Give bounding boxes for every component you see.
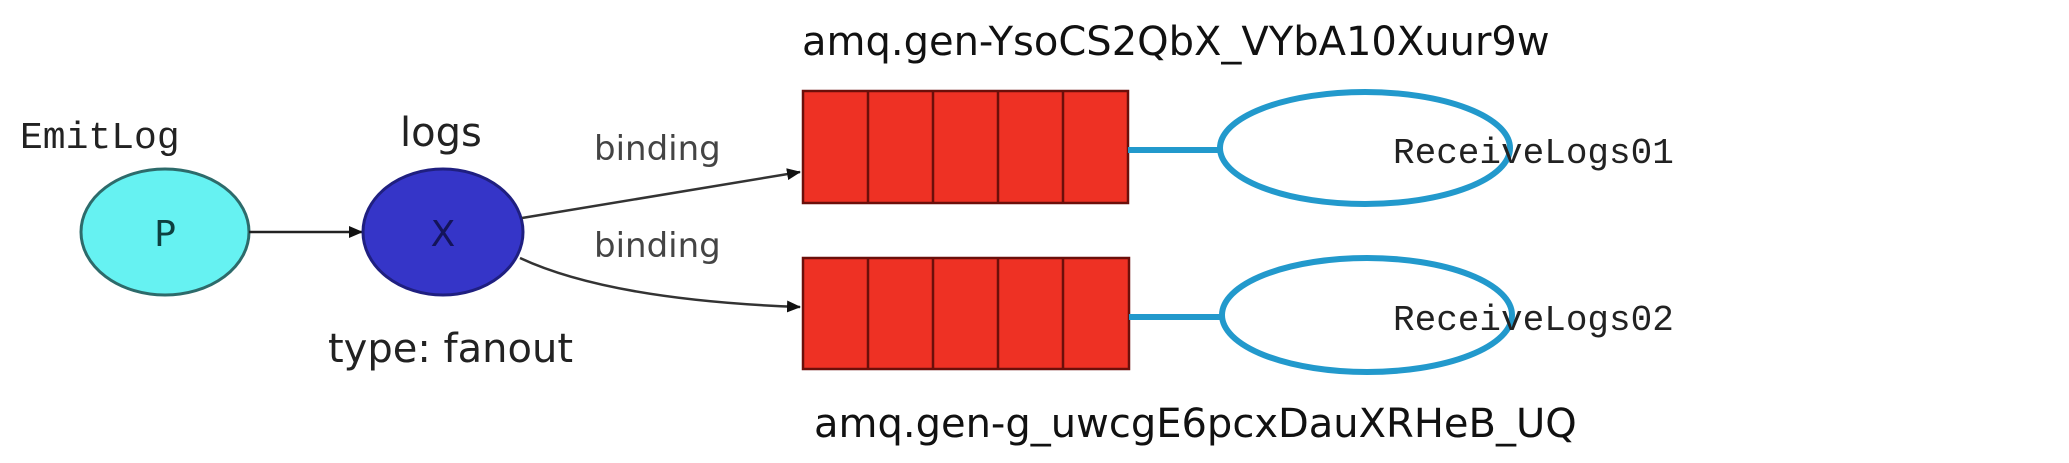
producer-label: EmitLog bbox=[20, 117, 180, 160]
consumer-2: ReceiveLogs02 bbox=[1219, 255, 1674, 375]
consumer-2-ellipse bbox=[1219, 255, 1515, 375]
binding-2: binding bbox=[519, 226, 801, 313]
exchange-ellipse bbox=[361, 167, 525, 297]
binding-arrow-2 bbox=[519, 256, 801, 313]
queue-1: amq.gen-YsoCS2QbX_VYbA10Xuur9w bbox=[801, 19, 1550, 205]
exchange-node: logs X type: fanout bbox=[328, 110, 573, 372]
consumer-2-label: ReceiveLogs02 bbox=[1393, 300, 1674, 341]
exchange-symbol: X bbox=[431, 214, 456, 255]
queue-1-name: amq.gen-YsoCS2QbX_VYbA10Xuur9w bbox=[802, 19, 1550, 65]
binding-1: binding bbox=[521, 129, 801, 220]
binding-label-2: binding bbox=[594, 226, 721, 266]
queue-1-body bbox=[801, 89, 1130, 205]
queue-2-body bbox=[801, 256, 1131, 371]
consumer-1-ellipse bbox=[1217, 89, 1513, 207]
consumer-1-label: ReceiveLogs01 bbox=[1393, 133, 1674, 174]
queue-2-name: amq.gen-g_uwcgE6pcxDauXRHeB_UQ bbox=[814, 401, 1577, 447]
consumer-1: ReceiveLogs01 bbox=[1217, 89, 1674, 207]
queue-2: amq.gen-g_uwcgE6pcxDauXRHeB_UQ bbox=[801, 256, 1577, 447]
exchange-type-label: type: fanout bbox=[328, 326, 573, 372]
binding-label-1: binding bbox=[594, 129, 721, 169]
producer-symbol: P bbox=[154, 214, 176, 255]
exchange-label: logs bbox=[400, 110, 482, 156]
producer-node: EmitLog P bbox=[20, 117, 251, 297]
binding-arrow-1 bbox=[521, 168, 801, 220]
